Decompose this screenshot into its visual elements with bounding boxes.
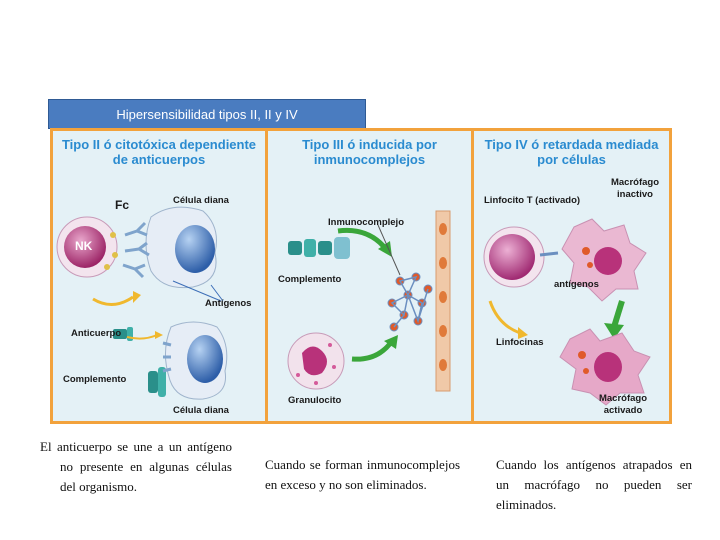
t-cell-label: Linfocito T (activado): [484, 195, 580, 207]
panel-type-ii: Tipo II ó citotóxica dependiente de anti…: [53, 131, 265, 421]
immunocomplex-label: Inmunocomplejo: [328, 217, 404, 228]
caption-type-ii: El anticuerpo se une a un antígeno no pr…: [40, 437, 232, 497]
caption-type-iv-text: Cuando los antígenos atrapados en un mac…: [496, 455, 692, 515]
panel-type-iii: Tipo III ó inducida por inmunocomplejos: [265, 131, 471, 421]
green-arrow-2: [352, 341, 392, 359]
target-cell-top-label: Célula diana: [173, 195, 229, 206]
antigens-label: Antígenos: [205, 298, 251, 309]
target-cell-top-nucleus: [175, 225, 215, 273]
hypersensitivity-figure: Tipo II ó citotóxica dependiente de anti…: [50, 128, 672, 424]
activated-macrophage-label: Macrófago activado: [590, 393, 656, 417]
target-cell-bottom-label: Célula diana: [173, 405, 229, 416]
inactive-macrophage-label: Macrófago inactivo: [604, 177, 666, 201]
complement-chain-type-iii: [288, 237, 350, 259]
caption-type-iii-text: Cuando se forman inmunocomplejos en exce…: [265, 455, 460, 495]
nk-label: NK: [75, 239, 92, 253]
lymphokines-label: Linfocinas: [496, 337, 544, 348]
panel-type-iv: Tipo IV ó retardada mediada por células: [471, 131, 669, 421]
antigens-label-type-iv: antígenos: [554, 279, 599, 290]
immunocomplex-cluster: [388, 273, 432, 331]
caption-type-iv: Cuando los antígenos atrapados en un mac…: [496, 455, 692, 515]
complement-label-type-ii: Complemento: [63, 374, 126, 385]
complement-label-type-iii: Complemento: [278, 274, 341, 285]
type-iv-illustration: [474, 131, 669, 421]
antibody-label: Anticuerpo: [71, 328, 121, 339]
granulocyte-label: Granulocito: [288, 395, 341, 406]
green-arrow-down: [614, 301, 622, 327]
title-banner: Hipersensibilidad tipos II, II y IV: [48, 99, 366, 129]
fc-label: Fc: [115, 198, 129, 212]
complement-chain: [148, 371, 158, 393]
caption-type-iii: Cuando se forman inmunocomplejos en exce…: [265, 455, 460, 495]
caption-type-ii-text: El anticuerpo se une a un antígeno no pr…: [40, 437, 232, 497]
antibodies-top: [123, 223, 149, 277]
target-cell-bottom-nucleus: [187, 335, 223, 383]
